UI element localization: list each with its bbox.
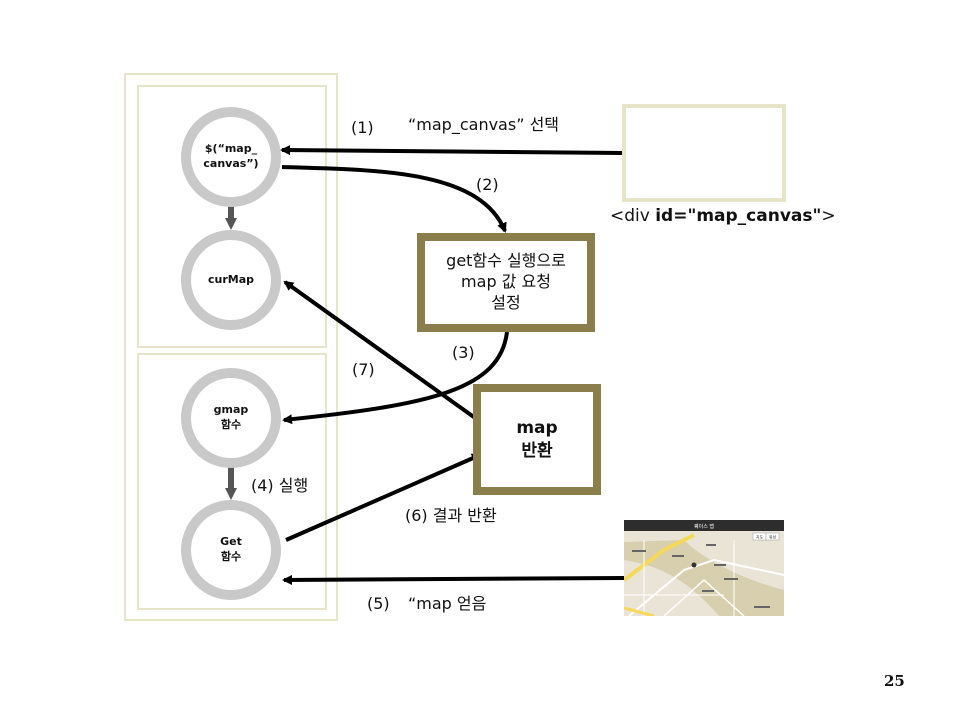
map-btn-satellite: 위성 [769, 534, 777, 540]
map-btn-map: 지도 [756, 534, 764, 540]
step1-text: “map_canvas” 선택 [408, 115, 560, 134]
map-thumbnail: 퀘이스 맵 지도 위성 [622, 520, 785, 618]
arrow-step6 [285, 453, 482, 542]
map-canvas-div-tag: <div id="map_canvas"> [610, 206, 836, 226]
map-image: 퀘이스 맵 지도 위성 [622, 520, 785, 618]
node-selector: $(“map_ canvas”) [181, 107, 281, 207]
step4-label: (4) 실행 [251, 476, 309, 495]
upper-group-panel [137, 85, 327, 348]
page-number: 25 [884, 672, 905, 690]
step1-number: (1) [351, 118, 374, 137]
map-title: 퀘이스 맵 [694, 523, 714, 530]
step7-label: (7) [352, 360, 375, 379]
arrow-step5 [282, 574, 625, 585]
node-curmap: curMap [181, 230, 281, 330]
div-tag-prefix: <div [610, 206, 656, 226]
step2-label: (2) [476, 175, 499, 194]
node-get: Get 함수 [181, 500, 281, 600]
step3-label: (3) [452, 343, 475, 362]
step6-label: (6) 결과 반환 [405, 506, 497, 525]
arrow-step2 [281, 165, 507, 233]
component-panel [124, 73, 338, 621]
node-gmap: gmap 함수 [181, 368, 281, 468]
arrow-step1 [280, 145, 625, 156]
get-call-box: get함수 실행으로 map 값 요청 설정 [417, 233, 595, 332]
map-return-box: map 반환 [473, 384, 601, 495]
step5-text: “map 얻음 [408, 594, 487, 613]
div-tag-attr: id="map_canvas" [655, 206, 822, 226]
step5-number: (5) [367, 594, 390, 613]
arrow-step7 [283, 280, 480, 422]
map-canvas-div-box [622, 104, 786, 202]
lower-group-panel [137, 353, 327, 610]
div-tag-suffix: > [821, 206, 836, 226]
arrow-step3 [282, 331, 509, 425]
